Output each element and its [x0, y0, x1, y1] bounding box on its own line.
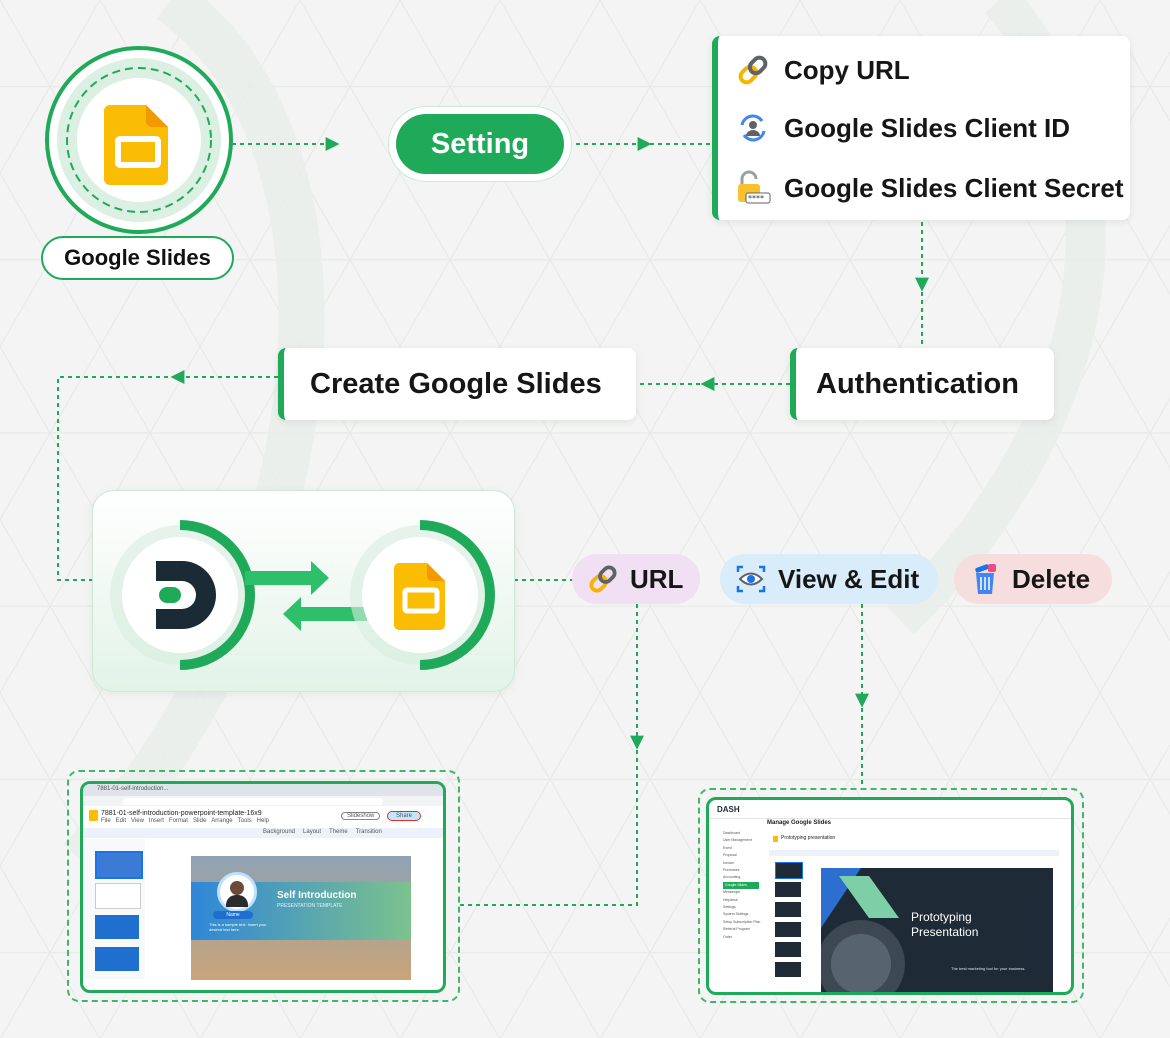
browser-tab[interactable]: 7881-01-self-introduction...: [97, 786, 169, 792]
slide-canvas[interactable]: Self Introduction PRESENTATION TEMPLATE …: [191, 856, 411, 980]
eye-icon: [734, 562, 768, 596]
menu-item[interactable]: Format: [168, 818, 188, 824]
integration-card: [92, 490, 515, 692]
dash-slide-title-2: Presentation: [911, 925, 979, 939]
nav-item[interactable]: Purchases: [723, 868, 740, 873]
nav-item[interactable]: Messenger: [723, 890, 741, 895]
dash-screenshot-frame: [698, 788, 1084, 1003]
setup-item-client-secret[interactable]: **** Google Slides Client Secret: [734, 168, 1124, 208]
slideshow-button[interactable]: Slideshow: [341, 812, 381, 820]
dash-nav: Dashboard User Management Event Proposal…: [723, 830, 760, 941]
google-slides-icon: [350, 520, 495, 670]
setting-button[interactable]: Setting: [396, 114, 564, 174]
nav-item[interactable]: Settings: [723, 905, 736, 910]
dash-thumbnails: [771, 860, 803, 992]
google-slides-label: Google Slides: [41, 236, 234, 280]
toolbar-item[interactable]: Theme: [329, 829, 348, 835]
google-slides-logo-icon: [45, 46, 233, 234]
slide-body: This is a sample text. Insert your desir…: [209, 922, 267, 932]
thumbnail[interactable]: [775, 962, 801, 977]
nav-item[interactable]: Accounting: [723, 875, 741, 880]
setup-item-copy-url[interactable]: Copy URL: [734, 50, 910, 90]
link-icon: [734, 51, 772, 89]
nav-item[interactable]: Proposal: [723, 853, 737, 858]
thumbnail[interactable]: [775, 902, 801, 917]
menu-item[interactable]: View: [131, 818, 144, 824]
avatar: [217, 872, 257, 912]
menu-item[interactable]: Slide: [192, 818, 207, 824]
nav-item[interactable]: Invoice: [723, 860, 735, 865]
thumbnail[interactable]: [775, 882, 801, 897]
nav-item[interactable]: Event: [723, 845, 732, 850]
dash-page-title: Manage Google Slides: [767, 820, 832, 826]
dash-sidebar: Dashboard User Management Event Proposal…: [709, 826, 763, 992]
menu-bar: File Edit View Insert Format Slide Arran…: [101, 818, 269, 824]
dash-screenshot: DASH Manage Google Slides Dashboard User…: [706, 797, 1074, 995]
thumbnail[interactable]: [775, 922, 801, 937]
lock-icon: ****: [734, 169, 772, 207]
slide-thumbnails: [83, 839, 145, 979]
thumbnail[interactable]: [95, 915, 139, 939]
dash-slide-title-1: Prototyping: [911, 910, 972, 924]
nav-item[interactable]: Referral Program: [723, 927, 750, 932]
setup-item-client-id[interactable]: Google Slides Client ID: [734, 108, 1070, 148]
google-slides-node: [44, 45, 234, 235]
create-google-slides-card: Create Google Slides: [278, 348, 636, 420]
setup-item-label: Copy URL: [784, 54, 910, 85]
slides-doc-icon: [773, 836, 778, 842]
link-icon: [586, 562, 620, 596]
menu-item[interactable]: Arrange: [211, 818, 233, 824]
dash-slide-tagline: The best marketing tool for your busines…: [951, 966, 1026, 971]
sync-arrows-icon: [245, 561, 367, 631]
toolbar-item[interactable]: Layout: [303, 829, 322, 835]
share-button[interactable]: Share: [387, 811, 422, 821]
thumbnail[interactable]: [775, 942, 801, 957]
client-id-icon: [734, 109, 772, 147]
menu-item[interactable]: Insert: [148, 818, 164, 824]
nav-item[interactable]: Helpdesk: [723, 897, 738, 902]
google-slides-screenshot: 7881-01-self-introduction... 7881-01-sel…: [80, 781, 446, 993]
menu-item[interactable]: Help: [256, 818, 270, 824]
toolbar-item[interactable]: Background: [263, 829, 296, 835]
nav-item[interactable]: User Management: [723, 838, 752, 843]
toolbar-item[interactable]: Transition: [355, 829, 382, 835]
nav-item-active[interactable]: Google Slides: [723, 881, 759, 890]
google-slides-screenshot-frame: [67, 770, 460, 1002]
url-chip-label: URL: [630, 563, 684, 594]
nav-item[interactable]: Order: [723, 934, 732, 939]
slide-subtitle: PRESENTATION TEMPLATE: [277, 903, 343, 909]
thumbnail[interactable]: [95, 851, 143, 879]
slides-doc-icon: [89, 810, 98, 821]
setup-item-label: Google Slides Client Secret: [784, 172, 1124, 203]
thumbnail[interactable]: [775, 862, 803, 879]
url-chip[interactable]: URL: [572, 554, 700, 604]
thumbnail[interactable]: [95, 883, 141, 909]
setup-item-label: Google Slides Client ID: [784, 112, 1071, 143]
trash-icon: [968, 562, 1002, 596]
authentication-label: Authentication: [816, 367, 1019, 400]
nav-item[interactable]: Dashboard: [723, 831, 741, 835]
svg-text:****: ****: [748, 194, 764, 203]
setup-list: Copy URL Google Slides Client ID **** Go…: [712, 36, 1130, 220]
thumbnail[interactable]: [95, 947, 139, 971]
delete-chip[interactable]: Delete: [954, 554, 1112, 604]
delete-chip-label: Delete: [1012, 563, 1091, 594]
dash-logo: DASH: [717, 805, 740, 814]
slide-title: Self Introduction: [277, 890, 357, 901]
dash-slide-canvas[interactable]: Prototyping Presentation The best market…: [821, 868, 1053, 992]
doc-title: 7881-01-self-introduction-powerpoint-tem…: [101, 810, 262, 817]
menu-item[interactable]: File: [101, 818, 111, 824]
dash-doc-title: Prototyping presentation: [781, 835, 836, 841]
menu-item[interactable]: Tools: [237, 818, 252, 824]
nav-item[interactable]: Setup Subscription Plan: [723, 919, 761, 924]
authentication-card: Authentication: [790, 348, 1054, 420]
nav-item[interactable]: System Settings: [723, 912, 749, 917]
dash-logo-icon: [110, 520, 255, 670]
create-google-slides-label: Create Google Slides: [310, 367, 602, 400]
view-edit-chip-label: View & Edit: [778, 563, 920, 594]
slides-toolbar: Background Layout Theme Transition: [263, 829, 382, 835]
menu-item[interactable]: Edit: [115, 818, 127, 824]
view-edit-chip[interactable]: View & Edit: [720, 554, 938, 604]
slide-name-tag: Name: [213, 911, 253, 919]
